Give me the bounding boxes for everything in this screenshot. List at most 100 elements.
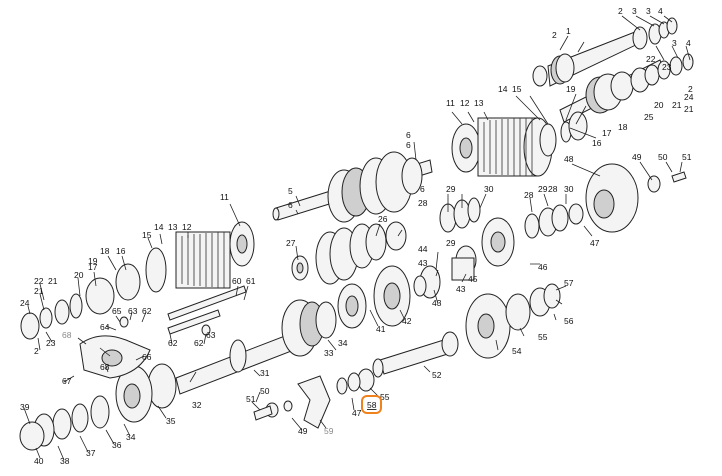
label-60: 60 (232, 276, 242, 286)
label-50: 50 (658, 152, 668, 162)
label-47b: 47 (352, 408, 362, 418)
label-4b: 4 (686, 38, 691, 48)
label-19: 19 (566, 84, 576, 94)
label-2: 2 (552, 30, 557, 40)
label-14b: 14 (154, 222, 164, 232)
label-24: 24 (684, 92, 694, 102)
label-68: 68 (100, 362, 110, 372)
label-51b: 51 (246, 394, 256, 404)
label-16: 16 (592, 138, 602, 148)
label-12: 12 (460, 98, 470, 108)
label-39: 39 (20, 402, 30, 412)
label-55: 55 (538, 332, 548, 342)
input-shaft-group (532, 17, 678, 87)
label-62c: 62 (194, 338, 204, 348)
gears-41-46 (337, 257, 475, 329)
label-23b: 23 (46, 338, 56, 348)
label-28b: 28 (524, 190, 534, 200)
label-29c: 29 (538, 184, 548, 194)
label-33: 33 (324, 348, 334, 358)
label-22: 22 (646, 54, 656, 64)
label-66: 66 (142, 352, 152, 362)
leader-lines (23, 15, 691, 461)
label-22b: 22 (34, 276, 44, 286)
label-21c: 21 (48, 276, 58, 286)
label-37: 37 (86, 448, 96, 458)
label-13: 13 (474, 98, 484, 108)
label-11: 11 (446, 98, 455, 108)
label-47: 47 (590, 238, 600, 248)
label-34b: 34 (126, 432, 136, 442)
label-6c: 6 (420, 184, 425, 194)
label-15: 15 (512, 84, 522, 94)
part-number-labels: 1 2 2 3 3 4 3 4 22 23 2 24 21 21 25 20 1… (20, 6, 694, 466)
label-55b: 55 (380, 392, 390, 402)
lower-left-bearings (19, 395, 110, 451)
label-13b: 13 (168, 222, 178, 232)
label-6b: 6 (406, 140, 411, 150)
label-29b: 29 (446, 238, 456, 248)
label-21b: 21 (672, 100, 682, 110)
label-17: 17 (602, 128, 612, 138)
label-23: 23 (662, 62, 672, 72)
label-20b: 20 (74, 270, 84, 280)
label-11b: 11 (220, 192, 229, 202)
label-68b: 68 (62, 330, 72, 340)
label-28: 28 (418, 198, 428, 208)
label-64: 64 (100, 322, 110, 332)
main-shaft-31 (115, 299, 337, 423)
label-54: 54 (512, 346, 522, 356)
label-21d: 21 (34, 286, 44, 296)
label-3: 3 (632, 6, 637, 16)
label-25: 25 (644, 112, 654, 122)
label-44: 44 (418, 244, 428, 254)
label-3b: 3 (646, 6, 651, 16)
label-62b: 62 (168, 338, 178, 348)
label-61: 61 (246, 276, 256, 286)
label-2c: 2 (688, 84, 693, 94)
label-46: 46 (538, 262, 548, 272)
label-18b: 18 (100, 246, 110, 256)
label-29: 29 (446, 184, 456, 194)
label-42: 42 (402, 316, 412, 326)
label-12b: 12 (182, 222, 192, 232)
label-6d: 6 (288, 200, 293, 210)
lower-shaft-52 (336, 331, 459, 395)
label-20: 20 (654, 100, 664, 110)
label-36: 36 (112, 440, 122, 450)
label-58: 58 (367, 400, 377, 410)
label-18: 18 (618, 122, 628, 132)
label-49: 49 (632, 152, 642, 162)
label-40: 40 (34, 456, 44, 466)
label-48: 48 (564, 154, 574, 164)
label-30: 30 (484, 184, 494, 194)
label-15b: 15 (142, 230, 152, 240)
label-51: 51 (682, 152, 692, 162)
label-63b: 63 (206, 330, 216, 340)
label-35: 35 (166, 416, 176, 426)
label-43: 43 (418, 258, 428, 268)
label-27: 27 (286, 238, 296, 248)
label-26: 26 (378, 214, 388, 224)
label-49b: 49 (298, 426, 308, 436)
label-16b: 16 (116, 246, 126, 256)
label-14: 14 (498, 84, 508, 94)
label-41: 41 (376, 324, 386, 334)
label-5: 5 (288, 186, 293, 196)
label-62: 62 (142, 306, 152, 316)
label-21: 21 (684, 104, 694, 114)
label-63: 63 (128, 306, 138, 316)
label-17b: 17 (88, 262, 98, 272)
label-43b: 43 (456, 284, 466, 294)
label-65: 65 (112, 306, 122, 316)
label-50b: 50 (260, 386, 270, 396)
label-4: 4 (658, 6, 663, 16)
label-57: 57 (564, 278, 574, 288)
middle-gears (291, 197, 515, 285)
shift-rods (119, 285, 247, 336)
label-32: 32 (192, 400, 202, 410)
label-56: 56 (564, 316, 574, 326)
center-shaft-group (272, 151, 433, 223)
label-31: 31 (260, 368, 270, 378)
